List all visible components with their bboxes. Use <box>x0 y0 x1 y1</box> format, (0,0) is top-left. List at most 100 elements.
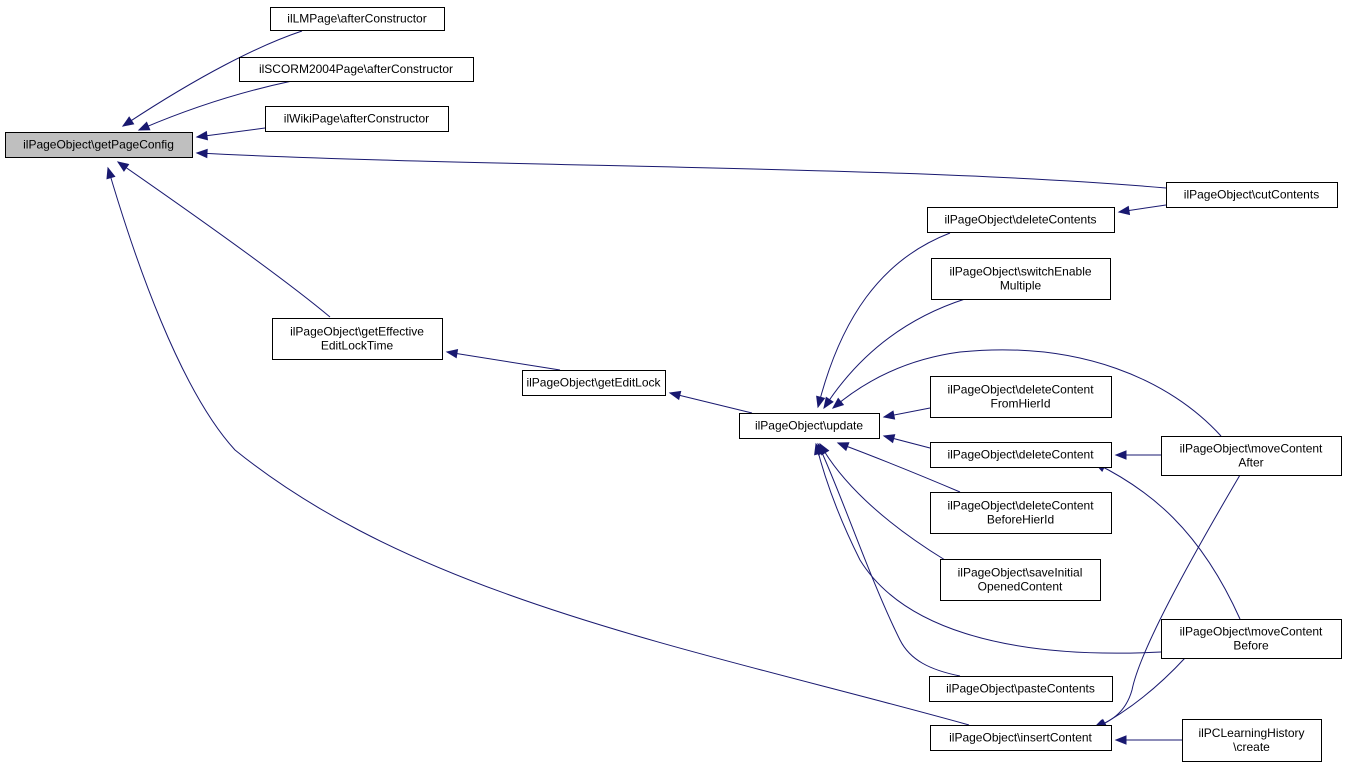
node-delete-contents[interactable]: ilPageObject\deleteContents <box>927 207 1115 233</box>
node-label: ilPageObject\getEffective <box>290 325 424 339</box>
node-box <box>1161 619 1342 659</box>
arrowhead <box>445 348 459 359</box>
edge-cut_contents-to-delete_contents <box>1117 204 1167 216</box>
edge-line <box>107 167 970 726</box>
edge-move_before-to-delete_content <box>1093 462 1241 620</box>
node-box <box>930 492 1112 534</box>
node-label: ilPageObject\switchEnable <box>949 265 1091 279</box>
node-box <box>930 725 1112 751</box>
node-box <box>940 559 1101 601</box>
node-label: ilPageObject\saveInitial <box>958 566 1083 580</box>
node-scorm-after[interactable]: ilSCORM2004Page\afterConstructor <box>239 57 474 82</box>
node-label: ilPageObject\insertContent <box>949 731 1092 745</box>
edge-switch_enable-to-update <box>823 298 966 410</box>
node-box <box>5 132 193 158</box>
arrowhead <box>817 442 827 456</box>
node-box <box>1182 719 1322 762</box>
arrowhead <box>195 130 209 141</box>
edge-line <box>823 298 966 409</box>
edge-move_after-to-update <box>831 349 1222 437</box>
node-box <box>931 258 1111 300</box>
node-label: ilPageObject\deleteContent <box>947 448 1094 462</box>
arrowhead <box>1114 735 1127 745</box>
arrowhead <box>823 396 834 410</box>
node-label: Before <box>1233 639 1269 653</box>
arrowhead <box>137 121 151 131</box>
edge-wiki_after-to-root <box>195 127 266 141</box>
edge-line <box>817 232 951 408</box>
node-box <box>927 207 1115 233</box>
edges-layer <box>106 30 1241 745</box>
node-label: OpenedContent <box>978 580 1063 594</box>
edge-line <box>1093 474 1241 729</box>
node-get-edit-lock[interactable]: ilPageObject\getEditLock <box>522 370 666 396</box>
node-delete-content[interactable]: ilPageObject\deleteContent <box>930 442 1112 468</box>
node-label: Multiple <box>1000 279 1042 293</box>
node-box <box>1161 436 1342 476</box>
node-label: ilPageObject\cutContents <box>1184 188 1319 202</box>
edge-delete_contents-to-update <box>816 232 951 409</box>
edge-line <box>117 161 331 318</box>
arrowhead <box>882 434 896 444</box>
node-label: EditLockTime <box>321 339 394 353</box>
edge-cut_contents-to-root <box>195 148 1167 189</box>
edge-line <box>832 349 1222 437</box>
node-box <box>265 106 449 132</box>
arrowhead <box>882 410 896 420</box>
nodes-layer: ilPageObject\getPageConfig ilLMPage\after… <box>5 7 1342 762</box>
node-wiki-after[interactable]: ilWikiPage\afterConstructor <box>265 106 449 132</box>
node-paste-contents[interactable]: ilPageObject\pasteContents <box>929 676 1113 702</box>
node-box <box>522 370 666 396</box>
arrowhead <box>831 397 845 409</box>
arrowhead <box>1117 205 1131 216</box>
node-lm-after[interactable]: ilLMPage\afterConstructor <box>270 7 445 31</box>
edge-move_before-to-update <box>814 442 1162 654</box>
node-label: ilPageObject\deleteContent <box>947 499 1094 513</box>
node-label: ilWikiPage\afterConstructor <box>284 112 429 126</box>
edge-scorm_after-to-root <box>137 80 293 131</box>
node-label: ilPageObject\getPageConfig <box>23 138 174 152</box>
node-label: \create <box>1233 740 1270 754</box>
node-label: ilPCLearningHistory <box>1198 726 1304 740</box>
node-pc-learning[interactable]: ilPCLearningHistory\create <box>1182 719 1322 762</box>
arrowhead <box>1114 450 1127 460</box>
node-box <box>272 318 443 360</box>
edge-paste_contents-to-update <box>817 442 961 677</box>
edge-get_edit_lock-to-get_effective <box>445 348 561 371</box>
arrowhead <box>668 390 682 401</box>
node-label: FromHierId <box>990 397 1050 411</box>
edge-line <box>196 152 1167 189</box>
edge-line <box>196 127 266 138</box>
edge-line <box>815 443 1162 654</box>
edge-line <box>122 30 303 127</box>
edge-line <box>817 443 961 677</box>
node-label: ilLMPage\afterConstructor <box>287 12 426 26</box>
node-label: BeforeHierId <box>987 513 1054 527</box>
node-box <box>930 376 1112 418</box>
node-box <box>739 413 880 439</box>
node-box <box>1166 182 1338 208</box>
node-box <box>239 57 474 82</box>
node-label: ilPageObject\getEditLock <box>526 376 661 390</box>
edge-move_after-to-delete_content <box>1114 450 1161 460</box>
node-update[interactable]: ilPageObject\update <box>739 413 880 439</box>
arrowhead <box>116 161 130 172</box>
edge-delete_from_hier-to-update <box>882 407 931 420</box>
edge-delete_content-to-update <box>882 434 931 449</box>
node-insert-content[interactable]: ilPageObject\insertContent <box>930 725 1112 751</box>
arrowhead <box>106 166 116 180</box>
arrowhead <box>121 116 135 127</box>
node-label: After <box>1238 456 1263 470</box>
node-root[interactable]: ilPageObject\getPageConfig <box>5 132 193 158</box>
node-label: ilPageObject\moveContent <box>1180 442 1323 456</box>
node-cut-contents[interactable]: ilPageObject\cutContents <box>1166 182 1338 208</box>
edge-delete_before_hier-to-update <box>836 442 961 493</box>
